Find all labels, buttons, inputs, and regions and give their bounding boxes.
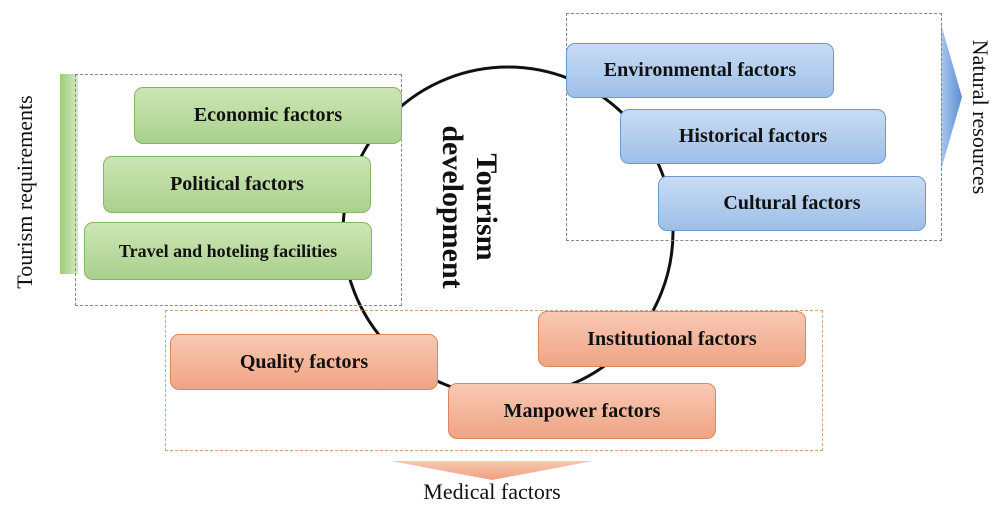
medical-factors-arrow xyxy=(391,461,593,480)
center-title: Tourism development xyxy=(435,102,503,312)
travel-hoteling-facilities-box: Travel and hoteling facilities xyxy=(84,222,372,280)
economic-factors-label: Economic factors xyxy=(193,104,343,126)
quality-factors-box: Quality factors xyxy=(170,334,438,390)
environmental-factors-box: Environmental factors xyxy=(566,43,834,98)
historical-factors-label: Historical factors xyxy=(678,125,828,147)
political-factors-box: Political factors xyxy=(103,156,371,213)
political-factors-label: Political factors xyxy=(170,173,304,195)
institutional-factors-label: Institutional factors xyxy=(587,327,757,350)
natural-resources-label: Natural resources xyxy=(968,39,993,195)
institutional-factors-box: Institutional factors xyxy=(538,311,806,367)
economic-factors-box: Economic factors xyxy=(134,87,402,144)
cultural-factors-label: Cultural factors xyxy=(723,192,861,214)
cultural-factors-box: Cultural factors xyxy=(658,176,926,231)
natural-resources-frame xyxy=(566,13,942,241)
center-title-line1: Tourism xyxy=(470,153,503,261)
tourism-requirements-label: Tourism requirements xyxy=(12,95,37,289)
medical-factors-label: Medical factors xyxy=(423,479,561,504)
tourism-requirements-arrow xyxy=(60,74,78,274)
tourism-requirements-frame xyxy=(75,74,402,306)
natural-resources-arrow xyxy=(941,24,962,170)
manpower-factors-label: Manpower factors xyxy=(503,399,661,422)
quality-factors-label: Quality factors xyxy=(239,350,369,373)
environmental-factors-label: Environmental factors xyxy=(603,59,797,81)
center-title-line2: development xyxy=(436,125,469,289)
travel-hoteling-facilities-label: Travel and hoteling facilities xyxy=(118,240,338,261)
historical-factors-box: Historical factors xyxy=(620,109,886,164)
medical-factors-frame xyxy=(165,310,823,451)
manpower-factors-box: Manpower factors xyxy=(448,383,716,439)
